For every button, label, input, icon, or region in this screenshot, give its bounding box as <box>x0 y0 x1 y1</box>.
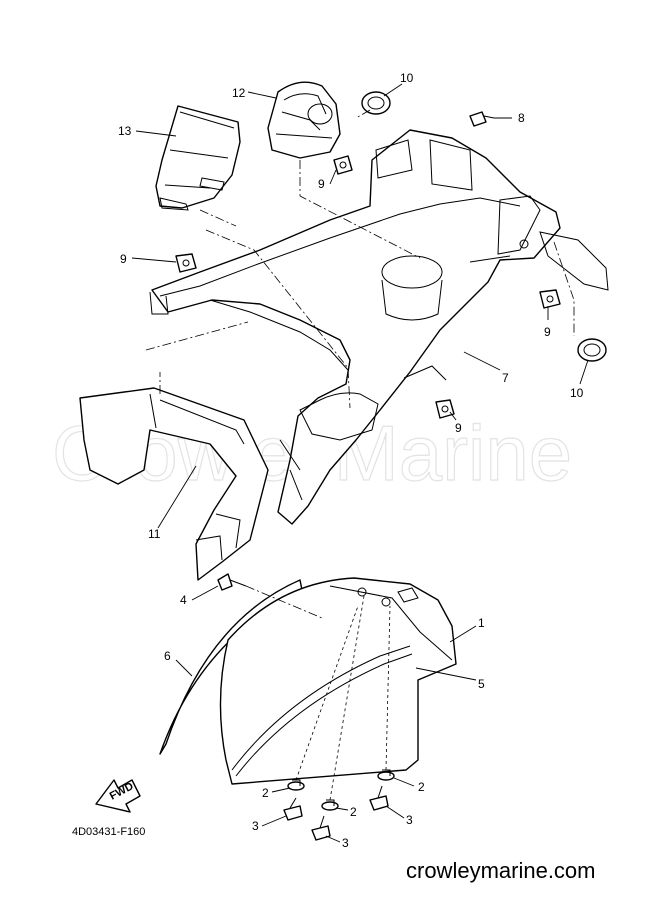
part-1-front-fender <box>219 577 457 785</box>
callout-9-left: 9 <box>120 252 127 266</box>
callout-3-center: 3 <box>342 836 349 850</box>
callout-2-left: 2 <box>262 786 269 800</box>
part-3-bolt-b <box>311 815 331 841</box>
part-3-bolt-a <box>283 797 303 821</box>
callout-3-left: 3 <box>252 819 259 833</box>
part-12-boot <box>267 81 341 159</box>
drawing-code: 4D03431-F160 <box>72 826 145 838</box>
site-url: crowleymarine.com <box>406 858 596 883</box>
callout-3-right: 3 <box>406 813 413 827</box>
part-4-screw <box>217 573 247 591</box>
part-2-collar-a <box>287 779 305 791</box>
callout-13: 13 <box>118 124 132 138</box>
part-10-grommet-top <box>361 91 391 115</box>
fwd-arrow-icon: FWD <box>95 779 141 813</box>
part-13-intake-duct <box>155 105 241 211</box>
callout-10-top: 10 <box>400 71 414 85</box>
part-10-grommet-right <box>577 338 607 362</box>
callout-9-top: 9 <box>318 177 325 191</box>
callout-9-right: 9 <box>544 325 551 339</box>
part-9-nut-a <box>175 253 197 273</box>
callout-6: 6 <box>164 649 171 663</box>
part-8-bolt <box>469 111 495 127</box>
part-11-flap <box>79 387 269 581</box>
part-7-rear-fender-frame <box>149 129 609 525</box>
part-9-nut-b <box>333 155 353 175</box>
callout-labels: 13 12 10 8 9 9 9 9 10 7 11 4 6 1 5 2 2 2… <box>118 71 584 850</box>
part-3-bolt-c <box>369 785 389 811</box>
callout-8: 8 <box>518 111 525 125</box>
part-9-nut-c <box>539 289 561 309</box>
callout-9-center: 9 <box>455 421 462 435</box>
part-2-collar-b <box>321 799 339 811</box>
part-9-nut-d <box>435 399 455 419</box>
callout-4: 4 <box>180 593 187 607</box>
callout-11: 11 <box>148 527 161 541</box>
callout-10-right: 10 <box>570 386 584 400</box>
callout-2-right: 2 <box>418 780 425 794</box>
callout-5: 5 <box>478 677 485 691</box>
callout-2-center: 2 <box>350 805 357 819</box>
callout-12: 12 <box>232 86 246 100</box>
assembly-lines <box>145 109 575 801</box>
callout-1: 1 <box>478 616 485 630</box>
part-2-collar-c <box>377 769 395 781</box>
callout-7: 7 <box>502 371 509 385</box>
leader-lines <box>131 83 589 843</box>
